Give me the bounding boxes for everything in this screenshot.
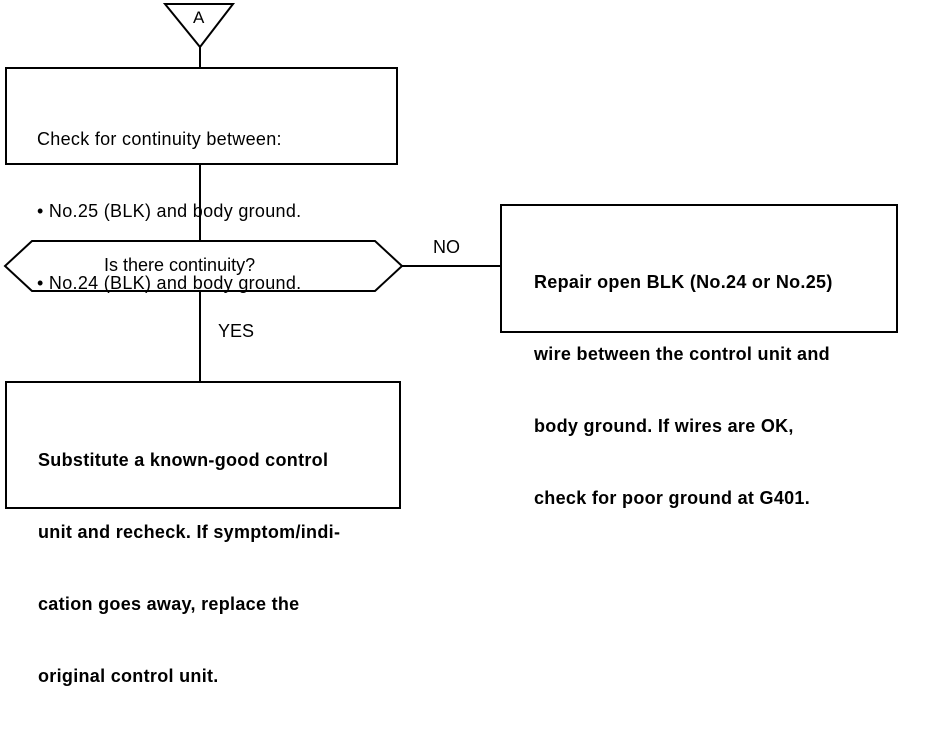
check-heading: Check for continuity between: bbox=[37, 129, 282, 149]
substitute-line-2: unit and recheck. If symptom/indi- bbox=[38, 522, 341, 542]
substitute-line-3: cation goes away, replace the bbox=[38, 594, 300, 614]
substitute-line-4: original control unit. bbox=[38, 666, 219, 686]
connector-label: A bbox=[193, 8, 205, 27]
flowchart: A Check for continuity between: • No.25 … bbox=[3, 3, 898, 686]
check-box-text: Check for continuity between: • No.25 (B… bbox=[37, 79, 301, 343]
decision-hexagon bbox=[3, 240, 404, 292]
repair-line-4: check for poor ground at G401. bbox=[534, 488, 811, 508]
repair-line-1: Repair open BLK (No.24 or No.25) bbox=[534, 272, 833, 292]
repair-line-2: wire between the control unit and bbox=[534, 344, 830, 364]
check-item-1: • No.25 (BLK) and body ground. bbox=[37, 201, 302, 221]
substitute-box-text: Substitute a known-good control unit and… bbox=[38, 400, 340, 736]
check-item-2: • No.24 (BLK) and body ground. bbox=[37, 273, 302, 293]
repair-box-text: Repair open BLK (No.24 or No.25) wire be… bbox=[534, 222, 833, 558]
yes-label: YES bbox=[218, 321, 255, 341]
substitute-line-1: Substitute a known-good control bbox=[38, 450, 329, 470]
check-box-frame bbox=[5, 67, 398, 165]
repair-line-3: body ground. If wires are OK, bbox=[534, 416, 794, 436]
no-label: NO bbox=[433, 237, 460, 257]
substitute-box-frame bbox=[5, 381, 401, 509]
connector-triangle bbox=[162, 3, 236, 49]
repair-box-frame bbox=[500, 204, 898, 333]
flowchart-lines bbox=[3, 3, 898, 509]
decision-question: Is there continuity? bbox=[104, 255, 256, 275]
